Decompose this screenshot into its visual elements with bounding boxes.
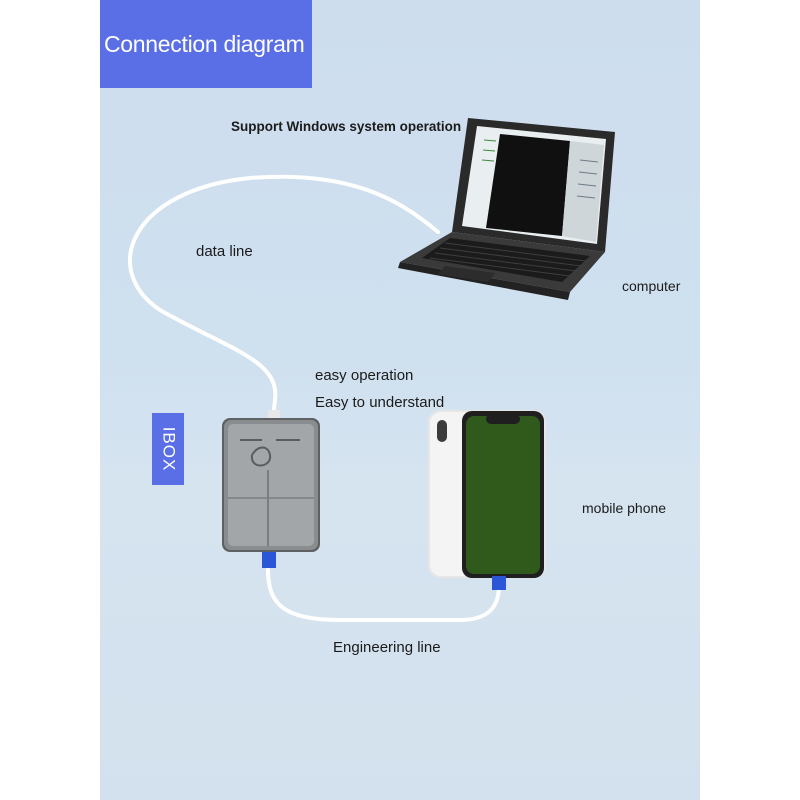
ibox-label: IBOX bbox=[159, 426, 178, 472]
scene-drawing bbox=[128, 118, 615, 622]
easy-to-understand-label: Easy to understand bbox=[315, 394, 445, 411]
ibox-device-image bbox=[222, 410, 320, 568]
diagram-title: Connection diagram bbox=[100, 0, 312, 88]
laptop-image bbox=[398, 118, 615, 300]
data-line-label: data line bbox=[196, 243, 253, 260]
ibox-tag: IBOX bbox=[152, 413, 184, 485]
mobile-phone-image bbox=[428, 410, 546, 590]
engineering-line-cable bbox=[266, 568, 502, 622]
mobile-phone-label: mobile phone bbox=[582, 500, 667, 516]
easy-operation-label: easy operation bbox=[315, 367, 414, 384]
diagram-canvas: Connection diagram Support Windows syste… bbox=[100, 0, 700, 800]
computer-label: computer bbox=[622, 278, 681, 294]
data-line-cable bbox=[128, 174, 440, 420]
engineering-line-label: Engineering line bbox=[333, 639, 441, 656]
support-windows-label: Support Windows system operation bbox=[231, 119, 462, 134]
